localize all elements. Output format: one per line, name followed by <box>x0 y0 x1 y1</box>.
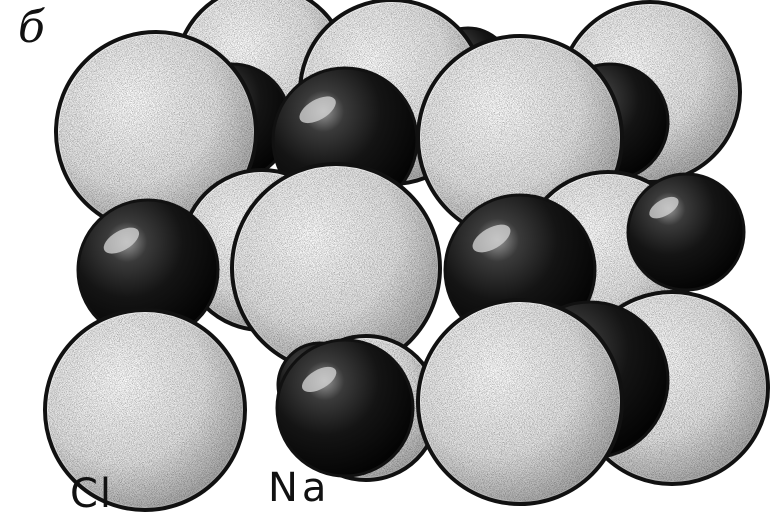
chloride-ion-sphere <box>418 300 622 504</box>
panel-label: б <box>18 6 45 50</box>
sodium-label: Na <box>268 468 330 508</box>
sodium-ion-sphere <box>277 340 413 476</box>
chlorine-label: Cl <box>70 474 113 514</box>
sodium-ion-sphere <box>628 174 744 290</box>
